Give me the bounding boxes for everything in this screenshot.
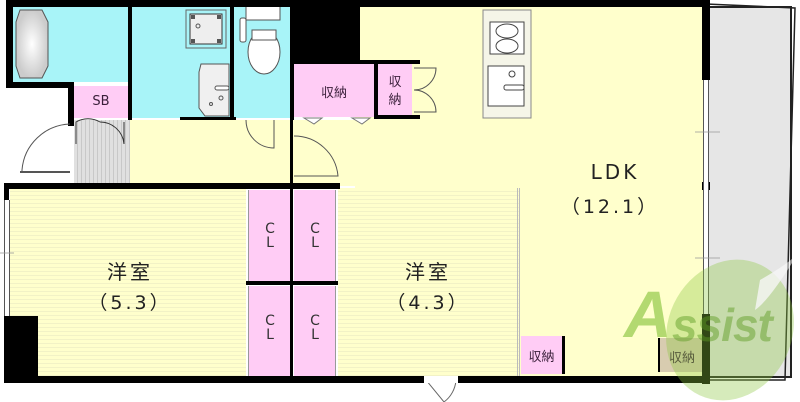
window-west-room-1	[4, 200, 10, 316]
wall-bath-right	[128, 0, 132, 120]
storage-upper-label: 収納	[320, 86, 347, 101]
wall-ldk-right-top	[702, 0, 710, 80]
balcony	[708, 6, 792, 378]
wall-wash-right	[230, 0, 234, 120]
wall-hall-divider	[290, 120, 293, 380]
wall-core-block	[290, 0, 360, 62]
western-room-2-size: （4.3）	[386, 292, 470, 314]
window-ldk-right	[703, 80, 709, 314]
wall-bottom-right	[458, 376, 708, 383]
washing-machine-icon	[185, 9, 227, 49]
wall-ldk-right-bottom	[702, 314, 710, 384]
hallway	[130, 120, 360, 186]
pillar-west	[4, 316, 38, 380]
wall-storage-bottom	[374, 115, 420, 119]
wall-storage-top	[290, 60, 420, 64]
storage-small-label-2: 納	[388, 93, 402, 108]
storage-bottom-mid-label: 収納	[528, 350, 555, 365]
kitchen-counter-icon	[482, 9, 532, 119]
wall-closet-horizontal	[246, 281, 338, 285]
wall-west-left	[4, 183, 9, 203]
western-room-2: 洋室 （4.3）	[338, 188, 520, 380]
wall-mid-horizontal	[4, 183, 340, 189]
sink-icon	[198, 63, 230, 117]
western-room-1-name: 洋室	[107, 260, 153, 284]
storage-bottom-right: 収納	[658, 338, 704, 372]
wall-wash-bottom	[180, 117, 236, 120]
western-room-1: 洋室 （5.3）	[10, 188, 246, 380]
bathtub-icon	[15, 9, 49, 79]
entrance	[74, 120, 130, 186]
wall-bath-left	[6, 0, 13, 88]
storage-bottom-mid: 収納	[521, 336, 565, 374]
storage-small: 収 納	[378, 63, 412, 117]
wall-storage-divider	[374, 60, 378, 118]
western-room-1-size: （5.3）	[88, 292, 172, 314]
wall-bottom-left	[4, 376, 424, 383]
western-room-2-name: 洋室	[405, 260, 451, 284]
wall-shoebox-left	[68, 82, 74, 126]
storage-upper: 収納	[294, 63, 374, 117]
storage-bottom-right-label: 収納	[668, 351, 695, 366]
wall-bath-bottom	[6, 82, 74, 88]
storage-small-label-1: 収	[388, 75, 402, 90]
ldk-name: LDK	[590, 160, 640, 184]
shoe-box-label: SB	[92, 94, 110, 109]
shoe-box: SB	[74, 86, 128, 118]
ldk-size: （12.1）	[560, 196, 660, 218]
